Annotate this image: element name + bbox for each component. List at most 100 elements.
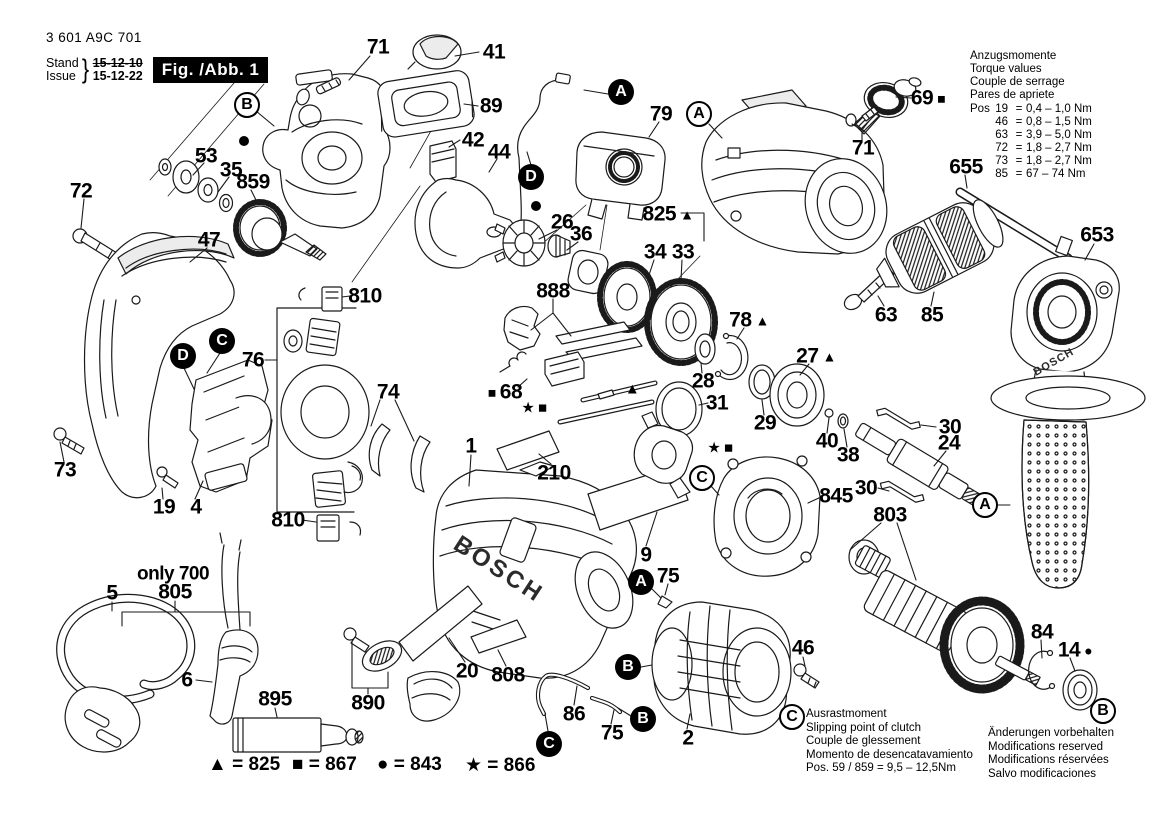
part-label-28: 28 [691,369,715,393]
part-label-75: 75 [656,564,680,588]
part-label-76: 76 [241,348,265,372]
part-label-79: 79 [649,102,673,126]
modifications-line: Modifications réservées [988,754,1109,767]
legend-item-843: ● = 843 [377,754,442,775]
reference-dot [531,201,541,211]
part-label-47: 47 [197,228,221,252]
ring-38 [837,413,849,429]
part-label-26: 26 [550,210,574,234]
modifications-line: Salvo modificaciones [988,767,1097,780]
ball-bearing-27 [769,363,825,427]
part-label-69: 69■ [910,86,946,110]
torque-title-line: Couple de serrage [970,76,1065,88]
drill-chuck [876,199,1004,294]
part-label-★-■: ★ ■ [707,439,733,457]
index-marker-A: A [972,492,998,518]
index-marker-C: C [209,328,235,354]
part-label-84: 84 [1030,620,1054,644]
torque-row: 85=67 – 74 Nm [995,168,1086,180]
carbon-brush-top [298,286,343,312]
shafts [557,380,658,425]
index-marker-D: D [518,164,544,190]
part-label-46: 46 [791,636,815,660]
index-marker-C: C [689,465,715,491]
ring-31 [655,381,703,437]
reference-dot [239,136,249,146]
part-label-9: 9 [640,543,652,567]
index-marker-A: A [628,569,654,595]
handle-shell [83,232,235,499]
part-label-808: 808 [491,663,525,687]
part-label-53: 53 [194,144,218,168]
clutch-fork [633,411,694,499]
part-label-34: 34 [643,240,667,264]
part-label-810: 810 [271,508,305,532]
modifications-line: Modifications reserved [988,740,1104,753]
part-label-29: 29 [753,411,777,435]
washer-28 [694,333,716,365]
part-label-41: 41 [482,40,506,64]
index-marker-B: B [630,706,656,732]
torque-title-line: Anzugsmomente [970,50,1057,62]
part-label-only-700: only 700 [136,563,210,585]
part-label-40: 40 [815,429,839,453]
part-label-24: 24 [937,431,961,455]
part-label-890: 890 [351,691,385,715]
part-label-4: 4 [190,495,202,519]
part-label-5: 5 [106,581,118,605]
part-label-68: ■68 [487,380,523,404]
part-label-30: 30 [938,415,962,439]
modifications-line: Änderungen vorbehalten [988,727,1114,739]
clip-890 [343,627,403,672]
index-marker-B: B [234,92,260,118]
switch-assembly [189,359,273,493]
armature-803 [848,539,1041,694]
bearing-14 [1062,669,1098,711]
mode-dial [407,34,462,70]
gear-housing [262,69,391,229]
jumper-wires [535,595,673,717]
part-label-888: 888 [536,279,570,303]
type-number: 3 601 A9C 701 [46,30,142,45]
torque-title-line: Pares de apriete [970,89,1055,101]
bearing-plate-26 [494,219,546,267]
part-label-71: 71 [366,35,390,59]
torque-row: 63=3,9 – 5,0 Nm [995,129,1092,141]
part-label-30: 30 [854,476,878,500]
part-label-36: 36 [569,222,593,246]
housing-grip-end [406,671,461,722]
speed-switch [575,131,666,221]
index-marker-A: A [608,79,634,105]
part-label-35: 35 [219,158,243,182]
part-label-75: 75 [600,721,624,745]
power-cord [56,532,259,753]
brush-plate [280,317,370,508]
part-label-895: 895 [258,687,292,711]
index-marker-C: C [779,704,805,730]
part-label-825: 825▲ [642,202,694,226]
bracket-76 [276,307,357,513]
grease-tube [232,717,364,753]
side-handle: BOSCH [990,235,1146,589]
part-label-845: 845 [819,484,853,508]
index-marker-B: B [615,654,641,680]
part-label-72: 72 [69,179,93,203]
index-marker-B: B [1090,698,1116,724]
legend-item-825: ▲ = 825 [208,754,281,775]
part-label-★-■: ★ ■ [521,399,547,417]
stand-date: 15-12-10 [92,55,143,70]
screw-46 [793,663,820,689]
part-label-74: 74 [376,380,400,404]
part-label-20: 20 [455,659,479,683]
issue-date: 15-12-22 [92,68,143,83]
index-marker-A: A [686,101,712,127]
part-label-33: 33 [671,240,695,264]
part-label-31: 31 [705,391,729,415]
snap-ring-78 [714,332,749,381]
torque-row: 46=0,8 – 1,5 Nm [995,116,1092,128]
gear-33 [644,278,718,366]
